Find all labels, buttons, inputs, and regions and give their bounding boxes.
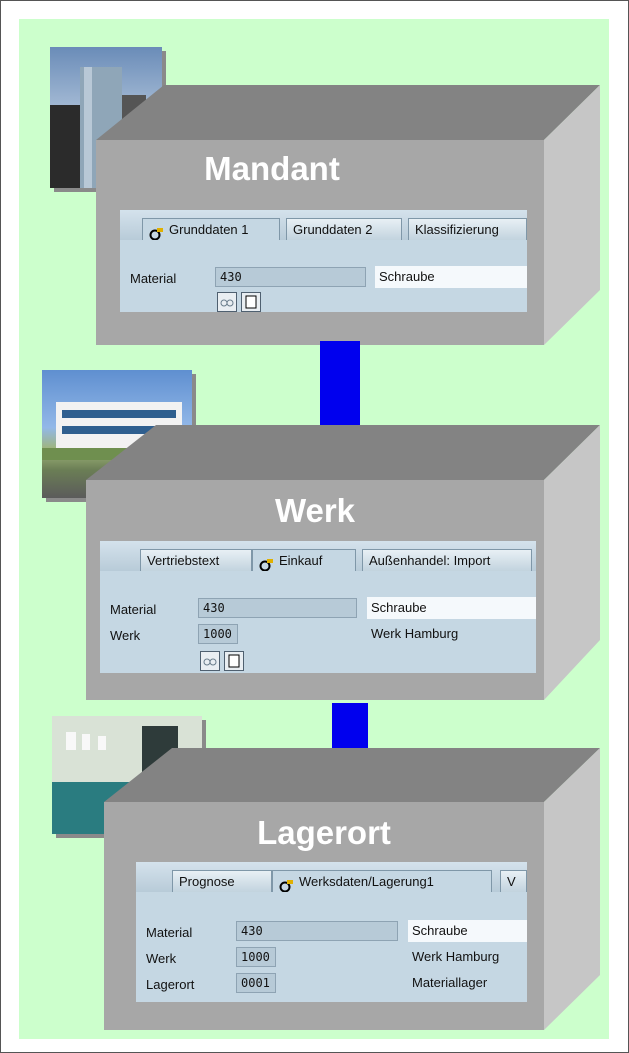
tab-grunddaten-1[interactable]: Grunddaten 1: [142, 218, 280, 241]
torn-edge: [120, 312, 527, 322]
lagerort-field[interactable]: 0001: [236, 973, 276, 993]
panel-werk: Vertriebstext Einkauf Außenhandel: Impor…: [100, 541, 536, 681]
wrench-icon: [259, 556, 273, 572]
panel-lagerort: Prognose Werksdaten/Lagerung1 V Material…: [136, 862, 527, 1002]
material-field[interactable]: 430: [215, 267, 366, 287]
panel-mandant: Grunddaten 1 Grunddaten 2 Klassifizierun…: [120, 210, 527, 322]
werk-field[interactable]: 1000: [236, 947, 276, 967]
material-description: Schraube: [367, 597, 536, 619]
tab-v[interactable]: V: [500, 870, 527, 892]
tab-einkauf[interactable]: Einkauf: [252, 549, 356, 572]
label-material: Material: [130, 271, 177, 286]
tab-prognose[interactable]: Prognose: [172, 870, 272, 892]
label-lagerort: Lagerort: [146, 977, 195, 992]
glasses-icon[interactable]: [217, 292, 237, 312]
werk-description: Werk Hamburg: [371, 626, 459, 641]
material-field[interactable]: 430: [198, 598, 357, 618]
section-title-lagerort: Lagerort: [257, 814, 391, 851]
material-field[interactable]: 430: [236, 921, 398, 941]
new-document-icon[interactable]: [241, 292, 261, 312]
section-title-mandant: Mandant: [204, 150, 340, 187]
material-description: Schraube: [375, 266, 527, 288]
label-material: Material: [146, 925, 193, 940]
werk-field[interactable]: 1000: [198, 624, 238, 644]
label-werk: Werk: [146, 951, 177, 966]
label-werk: Werk: [110, 628, 141, 643]
tab-werksdaten-lagerung1[interactable]: Werksdaten/Lagerung1: [272, 870, 492, 893]
label-material: Material: [110, 602, 157, 617]
tab-vertriebstext[interactable]: Vertriebstext: [140, 549, 252, 571]
tab-aussenhandel-import[interactable]: Außenhandel: Import: [362, 549, 532, 571]
werk-description: Werk Hamburg: [412, 949, 500, 964]
section-title-werk: Werk: [274, 492, 356, 529]
wrench-icon: [279, 877, 293, 893]
tab-grunddaten-2[interactable]: Grunddaten 2: [286, 218, 402, 240]
glasses-icon[interactable]: [200, 651, 220, 671]
new-document-icon[interactable]: [224, 651, 244, 671]
lagerort-description: Materiallager: [412, 975, 488, 990]
wrench-icon: [149, 225, 163, 241]
torn-edge: [100, 673, 536, 681]
tab-klassifizierung[interactable]: Klassifizierung: [408, 218, 527, 240]
material-description: Schraube: [408, 920, 527, 942]
